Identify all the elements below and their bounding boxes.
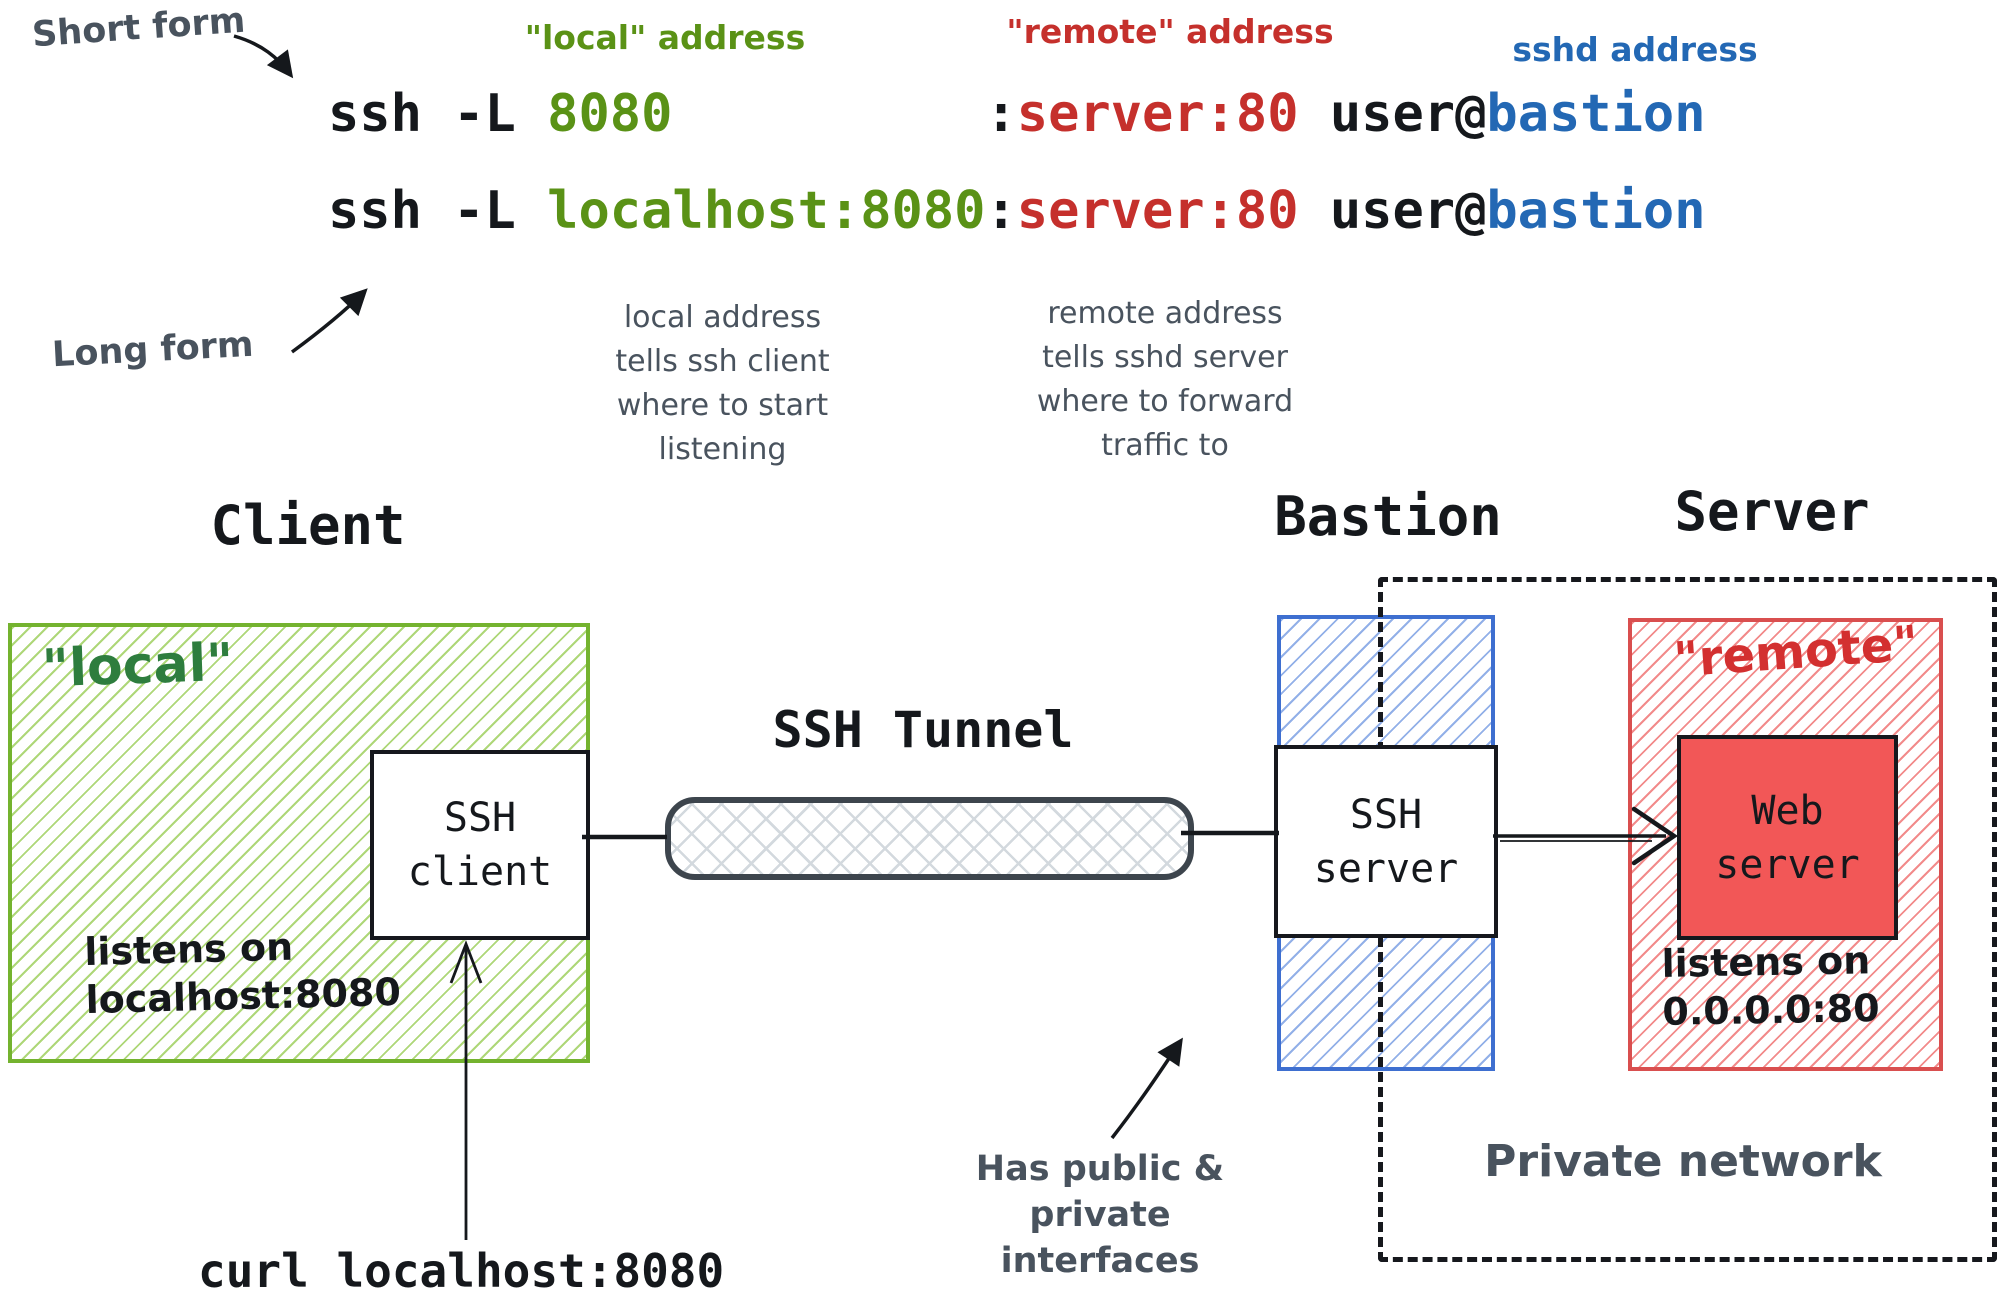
ssh-server-node: SSH server: [1274, 745, 1498, 938]
command-segment: server:80: [1016, 181, 1299, 241]
command-segment: :: [985, 84, 1017, 144]
command-segment: user@: [1298, 84, 1487, 144]
remote-address-explanation: remote address tells sshd server where t…: [1036, 296, 1294, 463]
server-title: Server: [1674, 480, 1870, 543]
bastion-title: Bastion: [1274, 485, 1502, 548]
local-address-explanation: local address tells ssh client where to …: [615, 300, 830, 467]
bastion-interfaces-note: Has public & private interfaces: [975, 1149, 1225, 1281]
command-segment: bastion: [1486, 181, 1706, 241]
web-server-node: Web server: [1677, 735, 1898, 940]
ssh-client-node: SSH client: [370, 750, 590, 940]
short-form-label: Short form: [30, 0, 247, 56]
client-listens-note: listens on localhost:8080: [83, 924, 402, 1023]
remote-address-header: "remote" address: [1006, 12, 1334, 51]
client-title: Client: [210, 494, 406, 557]
command-segment: [672, 84, 985, 144]
command-segment: ssh -L: [328, 84, 548, 144]
sshd-address-header: sshd address: [1512, 30, 1758, 69]
ssh-tunnel-title: SSH Tunnel: [772, 701, 1074, 759]
long-form-arrow: [290, 288, 368, 354]
curl-command-label: curl localhost:8080: [198, 1244, 725, 1298]
ssh-command-long-form: ssh -L localhost:8080:server:80 user@bas…: [328, 181, 1706, 241]
command-segment: :: [985, 181, 1017, 241]
interfaces-arrow: [1110, 1037, 1183, 1140]
command-segment: 8080: [547, 84, 673, 144]
command-segment: bastion: [1486, 84, 1706, 144]
local-zone-label: "local": [41, 632, 235, 700]
ssh-tunnel-pipe: [665, 797, 1194, 880]
private-network-label: Private network: [1484, 1136, 1882, 1187]
web-server-listens-note: listens on 0.0.0.0:80: [1661, 938, 1880, 1034]
command-segment: localhost:8080: [547, 181, 986, 241]
long-form-label: Long form: [51, 324, 255, 376]
local-address-header: "local" address: [524, 18, 806, 57]
command-segment: ssh -L: [328, 181, 548, 241]
command-segment: user@: [1298, 181, 1487, 241]
command-segment: server:80: [1016, 84, 1299, 144]
ssh-command-short-form: ssh -L 8080 :server:80 user@bastion: [328, 84, 1706, 144]
short-form-arrow: [233, 34, 294, 79]
